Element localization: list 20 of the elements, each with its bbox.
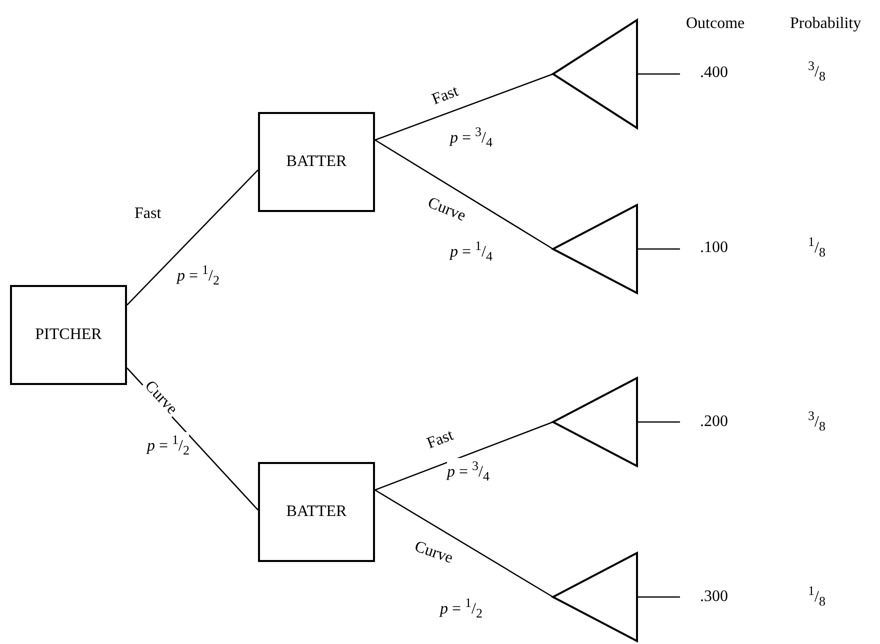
node-label: BATTER	[286, 503, 347, 521]
decision-box	[258, 112, 375, 212]
branch-line	[374, 139, 554, 250]
branch-line	[126, 170, 258, 306]
branch-line	[374, 421, 554, 491]
decision-box	[258, 462, 375, 562]
decision-box	[10, 285, 127, 385]
col-header: Probability	[790, 14, 862, 34]
node-label: BATTER	[286, 153, 347, 171]
outcome-value: .100	[700, 237, 740, 259]
branch-line	[637, 248, 680, 250]
branch-line	[637, 421, 680, 423]
branch-line	[374, 489, 554, 598]
outcome-value: .400	[700, 62, 740, 84]
node-label: PITCHER	[35, 326, 102, 344]
outcome-value: .300	[700, 586, 740, 608]
branch-line	[637, 73, 680, 75]
outcome-value: .200	[700, 411, 740, 433]
branch-line	[637, 596, 680, 598]
branch-line	[374, 73, 554, 141]
